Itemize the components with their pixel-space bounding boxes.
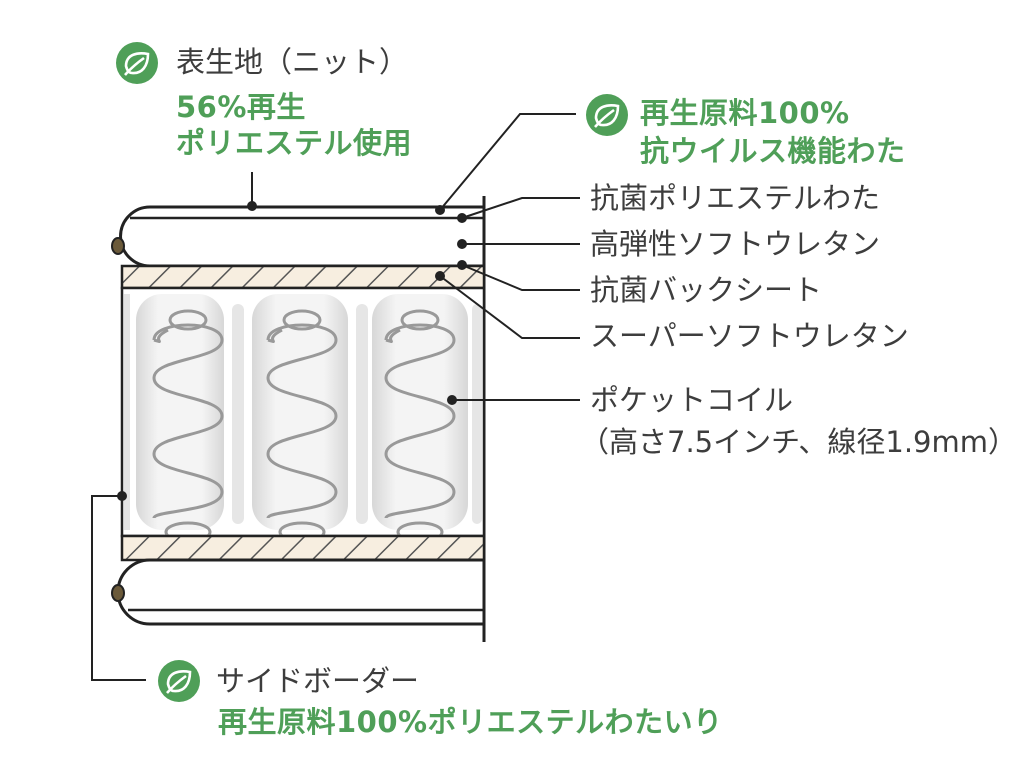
leaf-icon <box>158 660 200 702</box>
surface-fabric-note-2: ポリエステル使用 <box>176 126 413 160</box>
side-border-label: サイドボーダー <box>216 664 420 698</box>
leaf-icon <box>586 94 628 136</box>
bottom-urethane-layer <box>111 558 486 626</box>
pocket-coil-label: ポケットコイル <box>590 383 794 417</box>
leader-dots <box>117 201 467 501</box>
bottom-back-sheet-layer <box>120 534 486 562</box>
side-border-note: 再生原料100%ポリエステルわたいり <box>218 705 723 739</box>
antibacterial-back-sheet-label: 抗菌バックシート <box>590 273 823 307</box>
top-urethane-layer <box>111 205 486 268</box>
surface-fabric-note-1: 56%再生 <box>176 90 306 124</box>
high-resilience-urethane-label: 高弾性ソフトウレタン <box>590 227 881 261</box>
pocket-coil-layer <box>120 286 486 543</box>
antibacterial-cotton-label: 抗菌ポリエステルわた <box>590 181 881 215</box>
recycled-material-label-2: 抗ウイルス機能わた <box>640 134 906 168</box>
surface-fabric-label: 表生地（ニット） <box>176 45 409 79</box>
leader-lines <box>91 113 580 681</box>
leaf-icon <box>116 42 158 84</box>
top-back-sheet-layer <box>120 264 486 290</box>
recycled-material-label-1: 再生原料100% <box>640 96 850 130</box>
pocket-coil-spec-label: （高さ7.5インチ、線径1.9mm） <box>580 425 1017 459</box>
super-soft-urethane-label: スーパーソフトウレタン <box>590 319 909 353</box>
